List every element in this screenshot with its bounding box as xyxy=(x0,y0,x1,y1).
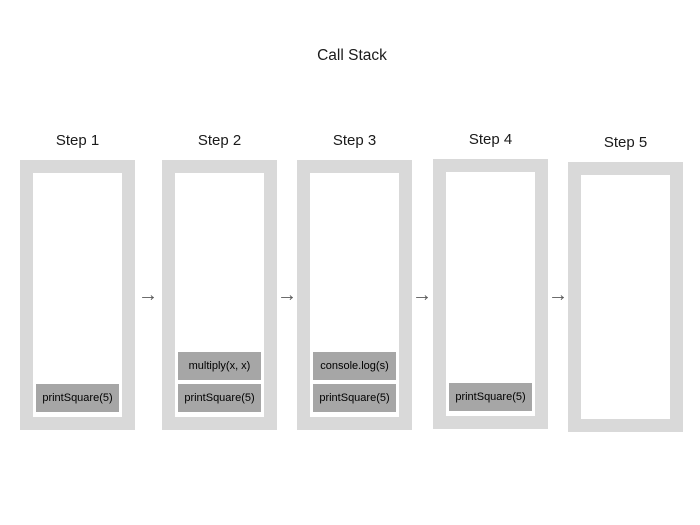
stack-frame: multiply(x, x) xyxy=(178,352,261,380)
arrow-right-icon: → xyxy=(277,284,297,306)
step-3-label: Step 3 xyxy=(332,132,377,149)
step-3-group: Step 3 console.log(s) printSquare(5) xyxy=(297,133,412,430)
step-5-group: Step 5 xyxy=(568,135,683,432)
step-4-label: Step 4 xyxy=(468,131,513,148)
step-1-stack-container: printSquare(5) xyxy=(20,160,135,430)
step-2-group: Step 2 multiply(x, x) printSquare(5) xyxy=(162,133,277,430)
stack-frame: console.log(s) xyxy=(313,352,396,380)
step-5-label: Step 5 xyxy=(603,134,648,151)
step-4-group: Step 4 printSquare(5) xyxy=(433,132,548,429)
step-2-stack-frames: multiply(x, x) printSquare(5) xyxy=(175,173,264,417)
step-2-stack-container: multiply(x, x) printSquare(5) xyxy=(162,160,277,430)
stack-frame: printSquare(5) xyxy=(36,384,119,412)
arrow-right-icon: → xyxy=(548,284,568,306)
step-1-group: Step 1 printSquare(5) xyxy=(20,133,135,430)
step-4-stack-container: printSquare(5) xyxy=(433,159,548,429)
step-1-stack-frames: printSquare(5) xyxy=(33,173,122,417)
step-2-label: Step 2 xyxy=(197,132,242,149)
arrow-right-icon: → xyxy=(412,284,432,306)
step-3-stack-frames: console.log(s) printSquare(5) xyxy=(310,173,399,417)
step-5-stack-container xyxy=(568,162,683,432)
stack-frame: printSquare(5) xyxy=(449,383,532,411)
step-3-stack-container: console.log(s) printSquare(5) xyxy=(297,160,412,430)
arrow-right-icon: → xyxy=(138,284,158,306)
stack-frame: printSquare(5) xyxy=(178,384,261,412)
diagram-title: Call Stack xyxy=(317,47,387,64)
step-5-stack-frames xyxy=(581,175,670,419)
step-4-stack-frames: printSquare(5) xyxy=(446,172,535,416)
stack-frame: printSquare(5) xyxy=(313,384,396,412)
step-1-label: Step 1 xyxy=(55,132,100,149)
